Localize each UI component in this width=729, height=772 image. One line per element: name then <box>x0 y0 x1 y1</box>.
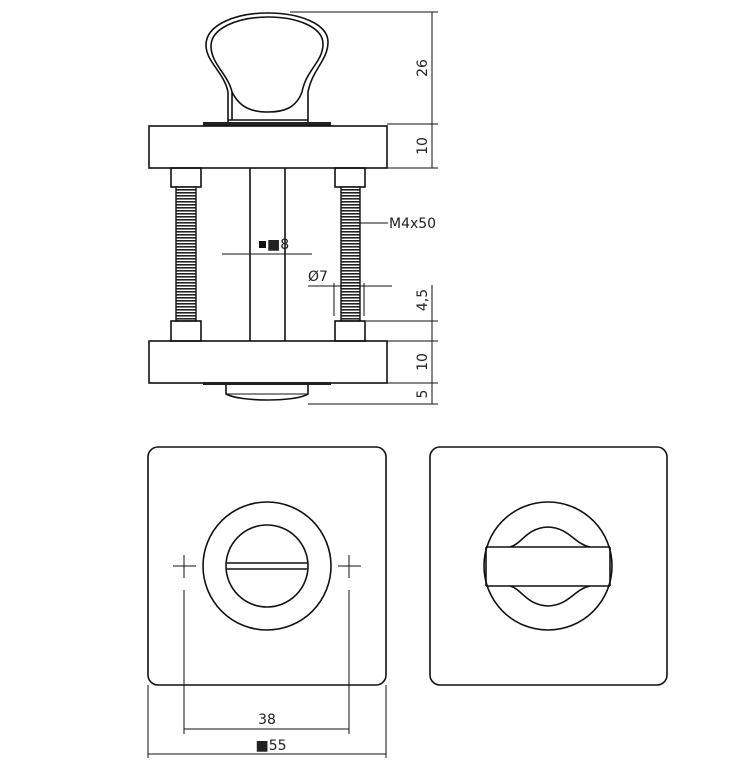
vertical-dimensions: 26 10 4,5 10 5 <box>290 11 438 405</box>
screw-spacing-label: 38 <box>258 712 276 728</box>
screw-hole-label: Ø7 <box>308 269 328 285</box>
release-indicator <box>203 382 331 401</box>
back-ring <box>483 501 613 631</box>
front-view: 38 ■55 <box>147 446 387 758</box>
screw-spec-label: M4x50 <box>389 216 436 232</box>
bottom-rose <box>148 340 388 384</box>
thumb-turn-top-view <box>485 526 611 607</box>
right-screw <box>334 167 366 342</box>
screw-offset-label: 4,5 <box>415 289 431 311</box>
top-rose <box>148 125 388 169</box>
release-disc <box>225 524 309 608</box>
screw-hole-right <box>338 555 361 578</box>
bottom-rose-height-label: 10 <box>415 353 431 371</box>
outer-ring <box>202 501 332 631</box>
release-height-label: 5 <box>415 390 431 399</box>
thumb-turn-knob <box>203 12 331 126</box>
knob-height-label: 26 <box>415 59 431 77</box>
spindle-size-label: ■8 <box>267 237 289 253</box>
back-rose <box>429 446 668 686</box>
top-rose-height-label: 10 <box>415 137 431 155</box>
rose-size-label: ■55 <box>255 738 286 754</box>
back-view <box>429 446 668 686</box>
side-view: ■8 Ø7 M4x50 26 10 4,5 10 5 <box>148 11 438 405</box>
screw-hole-left <box>173 555 196 578</box>
left-screw <box>170 167 202 342</box>
front-rose <box>147 446 387 686</box>
